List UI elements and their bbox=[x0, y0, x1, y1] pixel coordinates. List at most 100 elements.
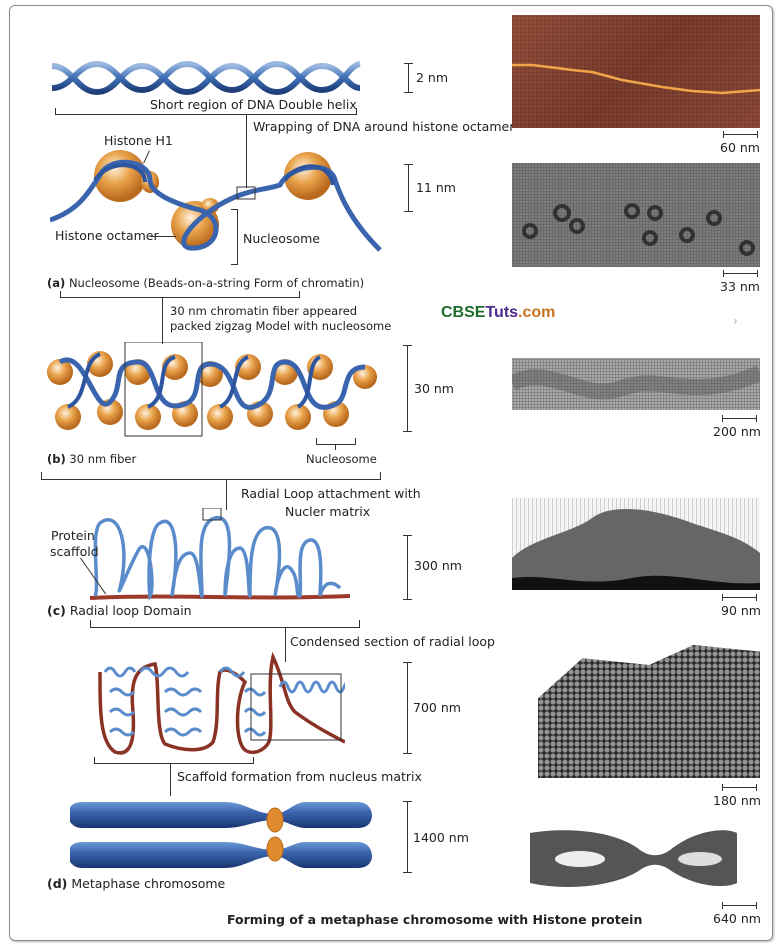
nucleosome-illustration bbox=[50, 150, 382, 252]
scale-bar-11nm bbox=[404, 164, 413, 212]
figure-frame bbox=[9, 5, 773, 941]
panel-title: Metaphase chromosome bbox=[71, 876, 226, 891]
histone-octamer-label: Histone octamer bbox=[55, 228, 159, 243]
fiber-nucleosome-label: Nucleosome bbox=[306, 452, 377, 466]
micrograph-30nm-fiber bbox=[512, 358, 760, 410]
bracket-tick bbox=[231, 264, 237, 265]
micrograph-scale-90nm: 90 nm bbox=[721, 603, 761, 618]
size-label-2nm: 2 nm bbox=[416, 70, 449, 85]
dna-bracket bbox=[55, 114, 357, 115]
figure-caption: Forming of a metaphase chromosome with H… bbox=[227, 912, 643, 927]
micrograph-dna bbox=[512, 15, 760, 128]
micrograph-condensed bbox=[538, 645, 760, 778]
dna-double-helix-illustration bbox=[52, 60, 362, 96]
micrograph-scale-200nm: 200 nm bbox=[713, 424, 761, 439]
protein-scaffold-label-line2: scaffold bbox=[50, 544, 99, 559]
nucleosome-bracket bbox=[316, 444, 356, 445]
radial-connector-line2: Nucler matrix bbox=[285, 504, 371, 519]
size-label-700nm: 700 nm bbox=[413, 700, 461, 715]
condensed-connector-label: Condensed section of radial loop bbox=[290, 634, 495, 649]
scaffold-formation-label: Scaffold formation from nucleus matrix bbox=[177, 769, 422, 784]
bracket-tick bbox=[41, 472, 42, 479]
scale-bar-200nm bbox=[722, 415, 757, 422]
panel-letter: (b) bbox=[47, 452, 66, 466]
radial-connector-line1: Radial Loop attachment with bbox=[241, 486, 421, 501]
scale-bar-33nm bbox=[723, 270, 758, 277]
scale-bar-1400nm bbox=[403, 801, 412, 873]
nucleosome-panel-bracket bbox=[60, 297, 300, 298]
dna-strand-trace bbox=[512, 63, 760, 95]
fiber-panel-bracket bbox=[41, 479, 381, 480]
scale-bar-30nm bbox=[403, 345, 412, 432]
histone-octamer-pointer bbox=[150, 236, 176, 237]
micrograph-scale-180nm: 180 nm bbox=[713, 793, 761, 808]
bracket-tick bbox=[253, 757, 254, 764]
bracket-tick bbox=[359, 620, 360, 627]
scale-bar-60nm bbox=[723, 131, 758, 138]
connector-line bbox=[170, 764, 171, 796]
size-label-30nm: 30 nm bbox=[414, 381, 454, 396]
size-label-11nm: 11 nm bbox=[416, 180, 456, 195]
scale-bar-640nm bbox=[722, 902, 757, 909]
panel-a-title: (a) Nucleosome (Beads-on-a-string Form o… bbox=[47, 276, 364, 290]
nucleosome-bracket bbox=[237, 209, 238, 265]
size-label-1400nm: 1400 nm bbox=[413, 830, 469, 845]
panel-b-title: (b) 30 nm fiber bbox=[47, 452, 136, 466]
condensed-loop-illustration bbox=[98, 652, 345, 755]
panel-c-title: (c) Radial loop Domain bbox=[47, 603, 192, 618]
scale-bar-700nm bbox=[403, 662, 412, 754]
size-label-300nm: 300 nm bbox=[414, 558, 462, 573]
panel-letter: (c) bbox=[47, 603, 66, 618]
bracket-tick bbox=[94, 757, 95, 764]
watermark-part1: CBSE bbox=[441, 304, 486, 321]
connector-line bbox=[226, 480, 227, 510]
bracket-tick bbox=[355, 438, 356, 445]
scale-bar-300nm bbox=[403, 535, 412, 600]
radial-panel-bracket bbox=[90, 627, 360, 628]
dna-helix-label: Short region of DNA Double helix bbox=[150, 97, 357, 112]
micrograph-scale-33nm: 33 nm bbox=[720, 279, 760, 294]
scale-bar-2nm bbox=[404, 63, 413, 93]
connector-line bbox=[246, 115, 247, 188]
fiber-30nm-illustration bbox=[47, 342, 377, 437]
bracket-tick bbox=[55, 108, 56, 115]
bracket-tick bbox=[90, 620, 91, 627]
protein-scaffold-label-line1: Protein bbox=[51, 528, 95, 543]
radial-loop-mass bbox=[512, 508, 760, 590]
micrograph-nucleosome bbox=[512, 163, 760, 267]
bracket-tick bbox=[60, 291, 61, 298]
nucleosome-beads-trace bbox=[522, 203, 755, 256]
condensed-bracket bbox=[94, 763, 254, 764]
watermark-logo: CBSETuts.com bbox=[441, 304, 555, 322]
fiber-connector-line2: packed zigzag Model with nucleosome bbox=[170, 319, 392, 333]
connector-line bbox=[285, 628, 286, 662]
bracket-tick bbox=[231, 209, 237, 210]
watermark-part2: Tuts bbox=[485, 304, 519, 321]
panel-title: Radial loop Domain bbox=[69, 603, 192, 618]
micrograph-scale-640nm: 640 nm bbox=[713, 911, 761, 926]
panel-letter: (d) bbox=[47, 876, 68, 891]
scale-bar-90nm bbox=[722, 594, 757, 601]
chevron-right-icon: › bbox=[733, 314, 738, 328]
panel-d-title: (d) Metaphase chromosome bbox=[47, 876, 225, 891]
bracket-tick bbox=[356, 108, 357, 115]
panel-title: Nucleosome (Beads-on-a-string Form of ch… bbox=[68, 276, 365, 290]
bracket-tick bbox=[380, 472, 381, 479]
nucleosome-label: Nucleosome bbox=[243, 231, 320, 246]
radial-loop-illustration bbox=[90, 508, 350, 601]
metaphase-chromosome-illustration bbox=[70, 802, 372, 868]
watermark-part3: .com bbox=[518, 304, 556, 321]
bracket-tick bbox=[299, 291, 300, 298]
fiber-connector-line1: 30 nm chromatin fiber appeared bbox=[170, 304, 358, 318]
bracket-tick bbox=[335, 444, 336, 450]
micrograph-radial-loop bbox=[512, 498, 760, 590]
wrapping-label: Wrapping of DNA around histone octamer bbox=[253, 119, 515, 134]
bracket-tick bbox=[316, 438, 317, 445]
fiber-trace bbox=[512, 365, 760, 400]
histone-h1-label: Histone H1 bbox=[104, 133, 173, 148]
connector-line bbox=[162, 298, 163, 343]
panel-title: 30 nm fiber bbox=[69, 452, 137, 466]
micrograph-metaphase bbox=[530, 830, 737, 887]
connector-line bbox=[162, 343, 163, 344]
scale-bar-180nm bbox=[722, 784, 757, 791]
